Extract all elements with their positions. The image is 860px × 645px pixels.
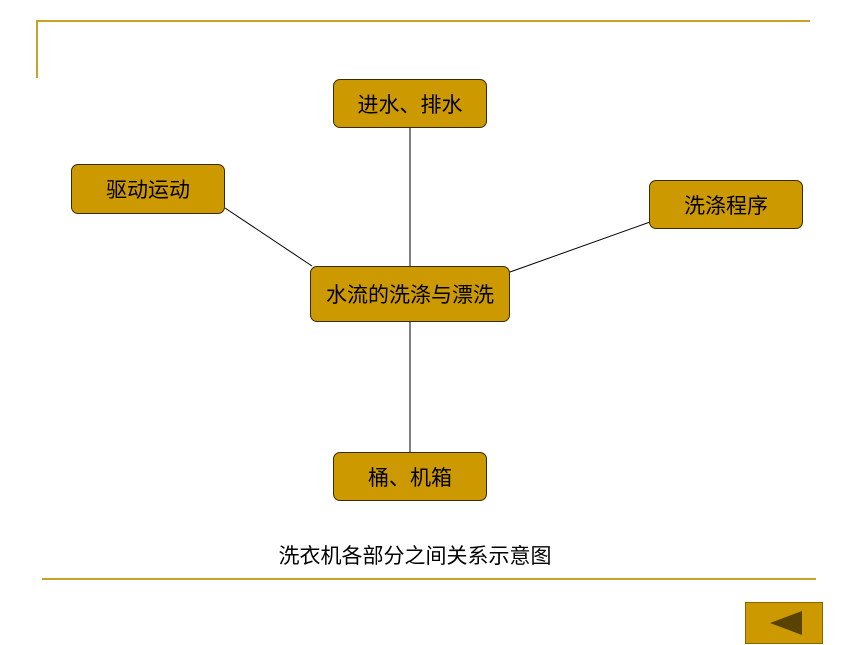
back-button[interactable] (745, 602, 823, 644)
node-water-flow-center: 水流的洗涤与漂洗 (310, 266, 510, 322)
connector-right (509, 221, 651, 273)
node-drive-motion: 驱动运动 (71, 164, 225, 214)
top-frame-line (36, 20, 810, 22)
diagram-caption: 洗衣机各部分之间关系示意图 (278, 544, 552, 568)
node-tub-cabinet: 桶、机箱 (333, 452, 487, 501)
node-inlet-drain: 进水、排水 (333, 79, 487, 128)
node-wash-program: 洗涤程序 (649, 180, 803, 229)
left-frame-line (36, 20, 38, 78)
connector-left (224, 207, 313, 267)
bottom-frame-line (42, 578, 816, 580)
left-triangle-icon (770, 611, 802, 635)
